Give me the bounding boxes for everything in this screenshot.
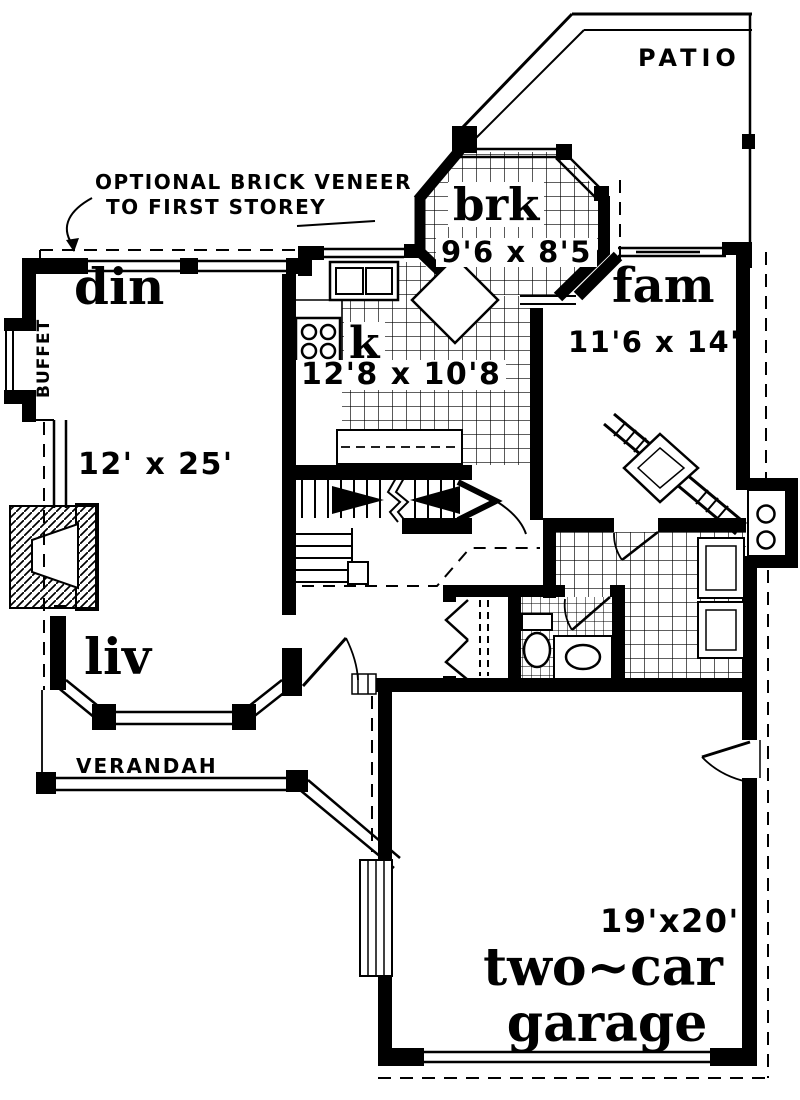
dining-room-label: din [74, 257, 165, 316]
garage-label-line1: two~car [483, 937, 723, 998]
dining-room-dims: 12' x 25' [78, 447, 234, 482]
garage-label-line2: garage [506, 993, 708, 1054]
staircase [288, 465, 540, 587]
buffet-label: BUFFET [34, 318, 54, 398]
family-room-label: fam [612, 258, 715, 314]
patio-outline [452, 12, 755, 247]
bay-window [55, 679, 291, 730]
breakfast-nook-dims: 9'6 x 8'5 [436, 238, 597, 267]
hall-west-wall [282, 274, 302, 696]
garage [359, 692, 761, 1066]
veneer-note-arrow [65, 197, 376, 252]
veneer-note-line2: TO FIRST STOREY [106, 195, 327, 219]
verandah-label: VERANDAH [76, 754, 218, 778]
patio-label: PATIO [638, 44, 741, 72]
garage-dims: 19'x20' [600, 902, 740, 940]
breakfast-nook-label: brk [448, 182, 545, 227]
kitchen-dims: 12'8 x 10'8 [296, 360, 507, 390]
veneer-note-line1: OPTIONAL BRICK VENEER [95, 170, 412, 194]
living-fireplace [9, 503, 99, 611]
dashed-outlines [39, 180, 769, 1079]
kitchen-label: k [344, 322, 385, 366]
family-room-dims: 11'6 x 14' [568, 325, 741, 359]
mud-hall [556, 532, 746, 690]
verandah [36, 690, 401, 869]
dining-walls [4, 244, 424, 690]
powder-room [443, 585, 625, 692]
entry [301, 636, 757, 695]
living-room-label: liv [84, 627, 152, 686]
